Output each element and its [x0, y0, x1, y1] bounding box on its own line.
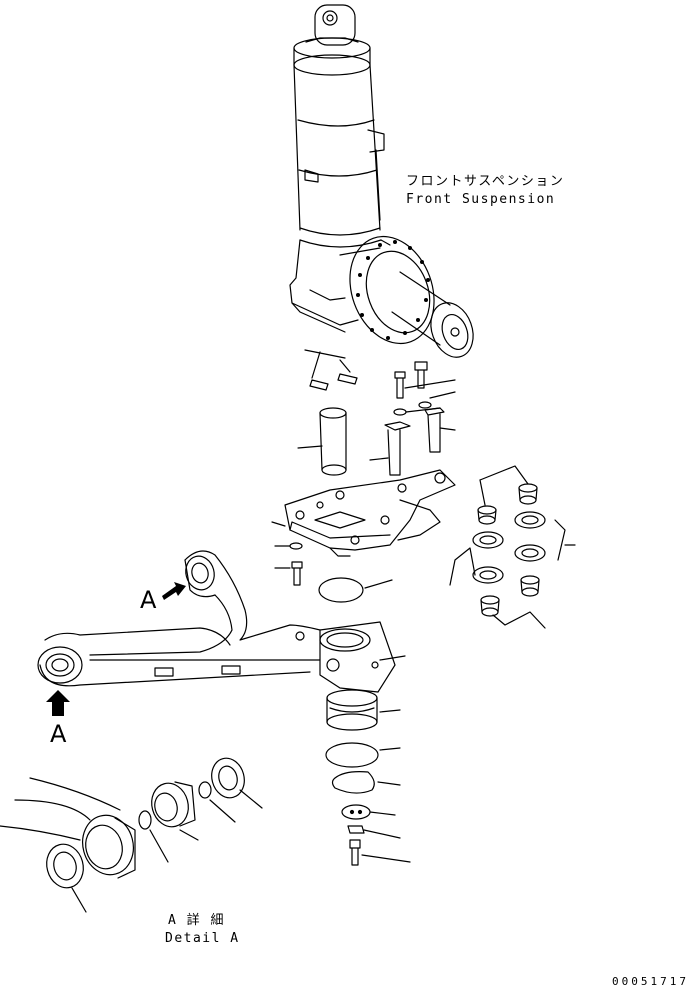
- bushings: [449, 465, 576, 629]
- view-a-label-upper: A: [140, 586, 157, 614]
- detail-a-label-en: Detail A: [165, 931, 240, 946]
- front-suspension-label-en: Front Suspension: [406, 192, 556, 207]
- pins-and-bolts: [271, 349, 456, 586]
- a-frame-arm: [37, 550, 406, 693]
- front-suspension-label-jp: フロントサスペンション: [406, 174, 565, 189]
- view-a-arrows: [46, 582, 186, 716]
- drawing-number: 00051717: [612, 975, 689, 988]
- detail-a-view: [0, 757, 263, 913]
- front-suspension-cylinder: [289, 4, 474, 358]
- detail-a-label-jp: A 詳 細: [168, 913, 225, 928]
- shim-plate-upper: [318, 577, 364, 603]
- bracket-plate: [284, 469, 456, 557]
- bearing-stack: [325, 689, 411, 866]
- view-a-label-lower: A: [50, 720, 67, 748]
